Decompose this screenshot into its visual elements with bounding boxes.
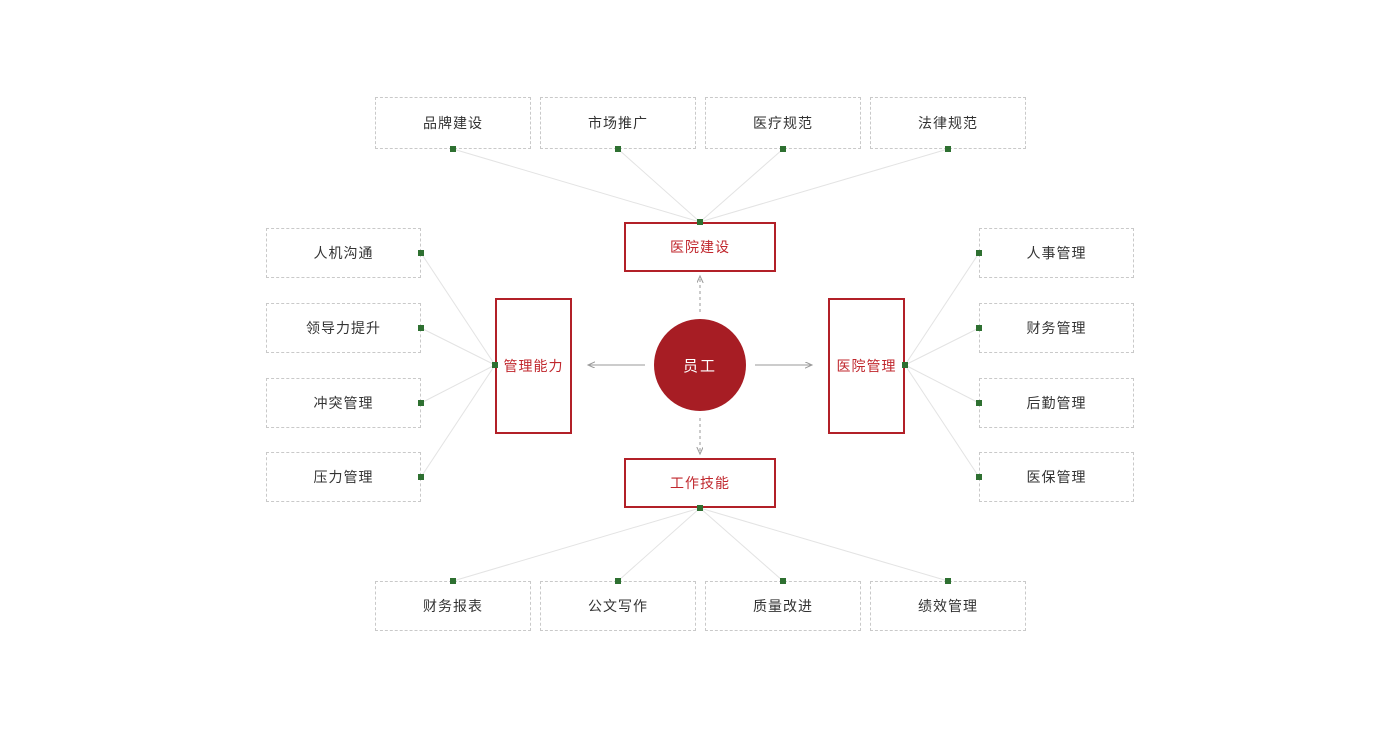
connector-dot-icon bbox=[418, 325, 424, 331]
leaf-insurance-management[interactable]: 医保管理 bbox=[979, 452, 1134, 502]
connector-dot-icon bbox=[780, 578, 786, 584]
pillar-work-skills[interactable]: 工作技能 bbox=[624, 458, 776, 508]
leaf-financial-statements[interactable]: 财务报表 bbox=[375, 581, 531, 631]
connector-dot-icon bbox=[976, 325, 982, 331]
connector-dot-icon bbox=[418, 400, 424, 406]
connector-dot-icon bbox=[976, 250, 982, 256]
pillar-label: 管理能力 bbox=[503, 358, 564, 374]
connector-dot-icon bbox=[492, 362, 498, 368]
leaf-performance-management[interactable]: 绩效管理 bbox=[870, 581, 1026, 631]
connector-dot-icon bbox=[418, 250, 424, 256]
pillar-label: 医院管理 bbox=[836, 358, 897, 374]
leaf-label: 品牌建设 bbox=[423, 115, 483, 131]
leaf-market-promotion[interactable]: 市场推广 bbox=[540, 97, 696, 149]
leaf-label: 人事管理 bbox=[1026, 245, 1087, 261]
connector-dot-icon bbox=[780, 146, 786, 152]
leaf-label: 财务管理 bbox=[1026, 320, 1087, 336]
leaf-legal-standards[interactable]: 法律规范 bbox=[870, 97, 1026, 149]
leaf-human-machine-communication[interactable]: 人机沟通 bbox=[266, 228, 421, 278]
leaf-label: 领导力提升 bbox=[306, 320, 381, 336]
leaf-label: 公文写作 bbox=[588, 598, 648, 614]
center-node-label: 员工 bbox=[682, 357, 717, 375]
connector-dot-icon bbox=[945, 146, 951, 152]
connector-dot-icon bbox=[902, 362, 908, 368]
connector-dot-icon bbox=[945, 578, 951, 584]
pillar-hospital-construction[interactable]: 医院建设 bbox=[624, 222, 776, 272]
leaf-label: 后勤管理 bbox=[1026, 395, 1087, 411]
leaf-label: 绩效管理 bbox=[918, 598, 978, 614]
leaf-finance-management[interactable]: 财务管理 bbox=[979, 303, 1134, 353]
connector-dot-icon bbox=[976, 474, 982, 480]
connector-dot-icon bbox=[450, 578, 456, 584]
leaf-label: 财务报表 bbox=[423, 598, 483, 614]
leaf-conflict-management[interactable]: 冲突管理 bbox=[266, 378, 421, 428]
leaf-label: 医保管理 bbox=[1026, 469, 1087, 485]
connector-dot-icon bbox=[615, 146, 621, 152]
pillar-label: 工作技能 bbox=[670, 475, 730, 491]
leaf-label: 市场推广 bbox=[588, 115, 648, 131]
leaf-label: 人机沟通 bbox=[313, 245, 374, 261]
leaf-medical-standards[interactable]: 医疗规范 bbox=[705, 97, 861, 149]
leaf-official-writing[interactable]: 公文写作 bbox=[540, 581, 696, 631]
leaf-label: 质量改进 bbox=[753, 598, 813, 614]
leaf-label: 医疗规范 bbox=[753, 115, 813, 131]
leaf-brand-building[interactable]: 品牌建设 bbox=[375, 97, 531, 149]
connector-dot-icon bbox=[418, 474, 424, 480]
leaf-label: 法律规范 bbox=[918, 115, 978, 131]
leaf-hr-management[interactable]: 人事管理 bbox=[979, 228, 1134, 278]
connector-dot-icon bbox=[450, 146, 456, 152]
leaf-stress-management[interactable]: 压力管理 bbox=[266, 452, 421, 502]
connector-dot-icon bbox=[697, 219, 703, 225]
connector-dot-icon bbox=[615, 578, 621, 584]
center-node-employee[interactable]: 员工 bbox=[654, 319, 746, 411]
leaf-quality-improvement[interactable]: 质量改进 bbox=[705, 581, 861, 631]
pillar-management-ability[interactable]: 管理能力 bbox=[495, 298, 572, 434]
connector-dot-icon bbox=[697, 505, 703, 511]
leaf-label: 冲突管理 bbox=[313, 395, 374, 411]
pillar-hospital-management[interactable]: 医院管理 bbox=[828, 298, 905, 434]
leaf-logistics-management[interactable]: 后勤管理 bbox=[979, 378, 1134, 428]
pillar-label: 医院建设 bbox=[670, 239, 730, 255]
leaf-label: 压力管理 bbox=[313, 469, 374, 485]
connector-dot-icon bbox=[976, 400, 982, 406]
leaf-leadership-improvement[interactable]: 领导力提升 bbox=[266, 303, 421, 353]
